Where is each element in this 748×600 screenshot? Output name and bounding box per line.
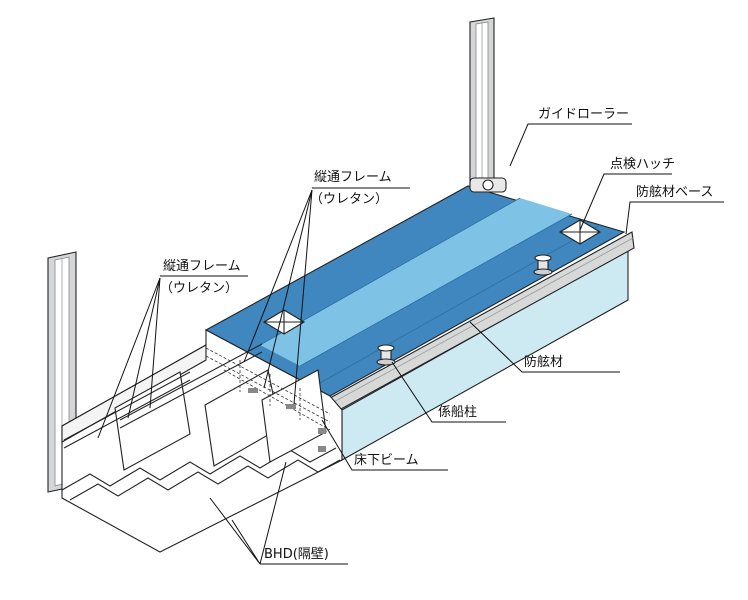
guide-post-top: [469, 17, 495, 195]
label-fender-base: 防舷材ベース: [636, 184, 713, 200]
label-bhd: BHD(隔壁): [264, 547, 329, 562]
label-fender: 防舷材: [524, 354, 563, 370]
label-longitudinal-frame-top: 縦通フレーム: [314, 170, 392, 185]
guide-roller: [469, 177, 507, 193]
leader-lines: [97, 123, 724, 565]
label-longitudinal-frame-left: 縦通フレーム: [163, 259, 241, 274]
label-urethane-top: （ウレタン）: [310, 192, 388, 207]
label-inspection-hatch: 点検ハッチ: [610, 157, 675, 172]
mooring-post: [376, 254, 553, 366]
label-mooring-post: 係船柱: [438, 405, 477, 420]
hull-cutaway: [61, 329, 343, 553]
inspection-hatch: [262, 219, 602, 335]
label-floor-beam: 床下ビーム: [354, 453, 419, 468]
label-guide-roller: ガイドローラー: [538, 107, 629, 122]
deck-top: [204, 185, 626, 397]
label-urethane-left: （ウレタン）: [160, 281, 238, 296]
